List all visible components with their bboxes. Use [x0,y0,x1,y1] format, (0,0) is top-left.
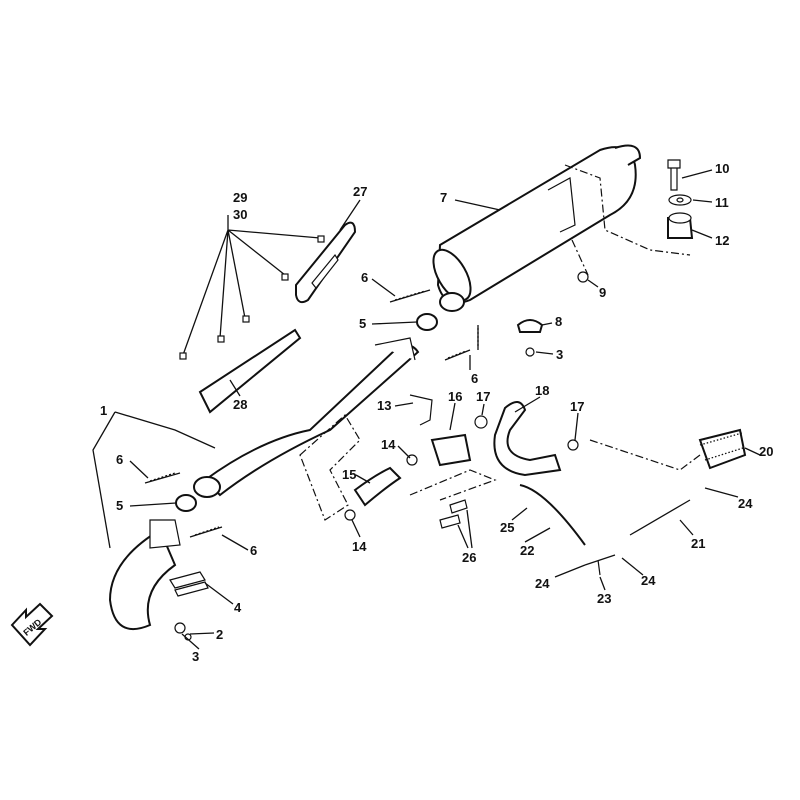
callout-13: 13 [377,398,391,413]
air-injection-parts [299,394,747,576]
callout-7: 7 [440,190,447,205]
callout-29: 29 [233,190,247,205]
callout-17b: 17 [570,399,584,414]
callout-12: 12 [715,233,729,248]
callout-2: 2 [216,627,223,642]
callout-15: 15 [342,467,356,482]
callout-17: 17 [476,389,490,404]
callout-27: 27 [353,184,367,199]
callout-20: 20 [759,444,773,459]
gasket-lower [175,494,197,512]
callout-14: 14 [381,437,396,452]
callout-21: 21 [691,536,705,551]
exhaust-pipe [108,337,420,630]
bolts-29-30 [179,215,325,360]
callout-4: 4 [234,600,242,615]
callout-30: 30 [233,207,247,222]
callout-24c: 24 [641,573,656,588]
callout-6d: 6 [250,543,257,558]
springs [144,289,479,538]
callout-23: 23 [597,591,611,606]
callout-5: 5 [359,316,366,331]
callout-11: 11 [715,195,729,210]
callout-8: 8 [555,314,562,329]
callout-14b: 14 [352,539,367,554]
gasket-upper [416,313,438,331]
callout-labels: 1 29 30 27 7 10 11 12 9 6 5 8 3 6 13 16 … [100,161,773,664]
gasket-4 [169,571,209,597]
muffler [432,144,642,312]
callout-3: 3 [556,347,563,362]
callout-28: 28 [233,397,247,412]
leader-lines [92,169,761,650]
callout-22: 22 [520,543,534,558]
callout-24b: 24 [535,576,550,591]
damper-8 [516,319,544,333]
callout-10: 10 [715,161,729,176]
callout-18: 18 [535,383,549,398]
callout-3b: 3 [192,649,199,664]
callout-6c: 6 [116,452,123,467]
forward-arrow-icon: FWD [10,602,54,647]
heat-shield-28 [198,328,302,414]
callout-25: 25 [500,520,514,535]
callout-26: 26 [462,550,476,565]
nut-2 [174,622,186,634]
mount-hardware [564,159,694,276]
callout-1: 1 [100,403,107,418]
callout-16: 16 [448,389,462,404]
callout-9: 9 [599,285,606,300]
callout-5b: 5 [116,498,123,513]
callout-24: 24 [738,496,753,511]
nut-9 [577,271,589,283]
heat-shield-27 [295,221,357,304]
callout-6b: 6 [471,371,478,386]
callout-6: 6 [361,270,368,285]
